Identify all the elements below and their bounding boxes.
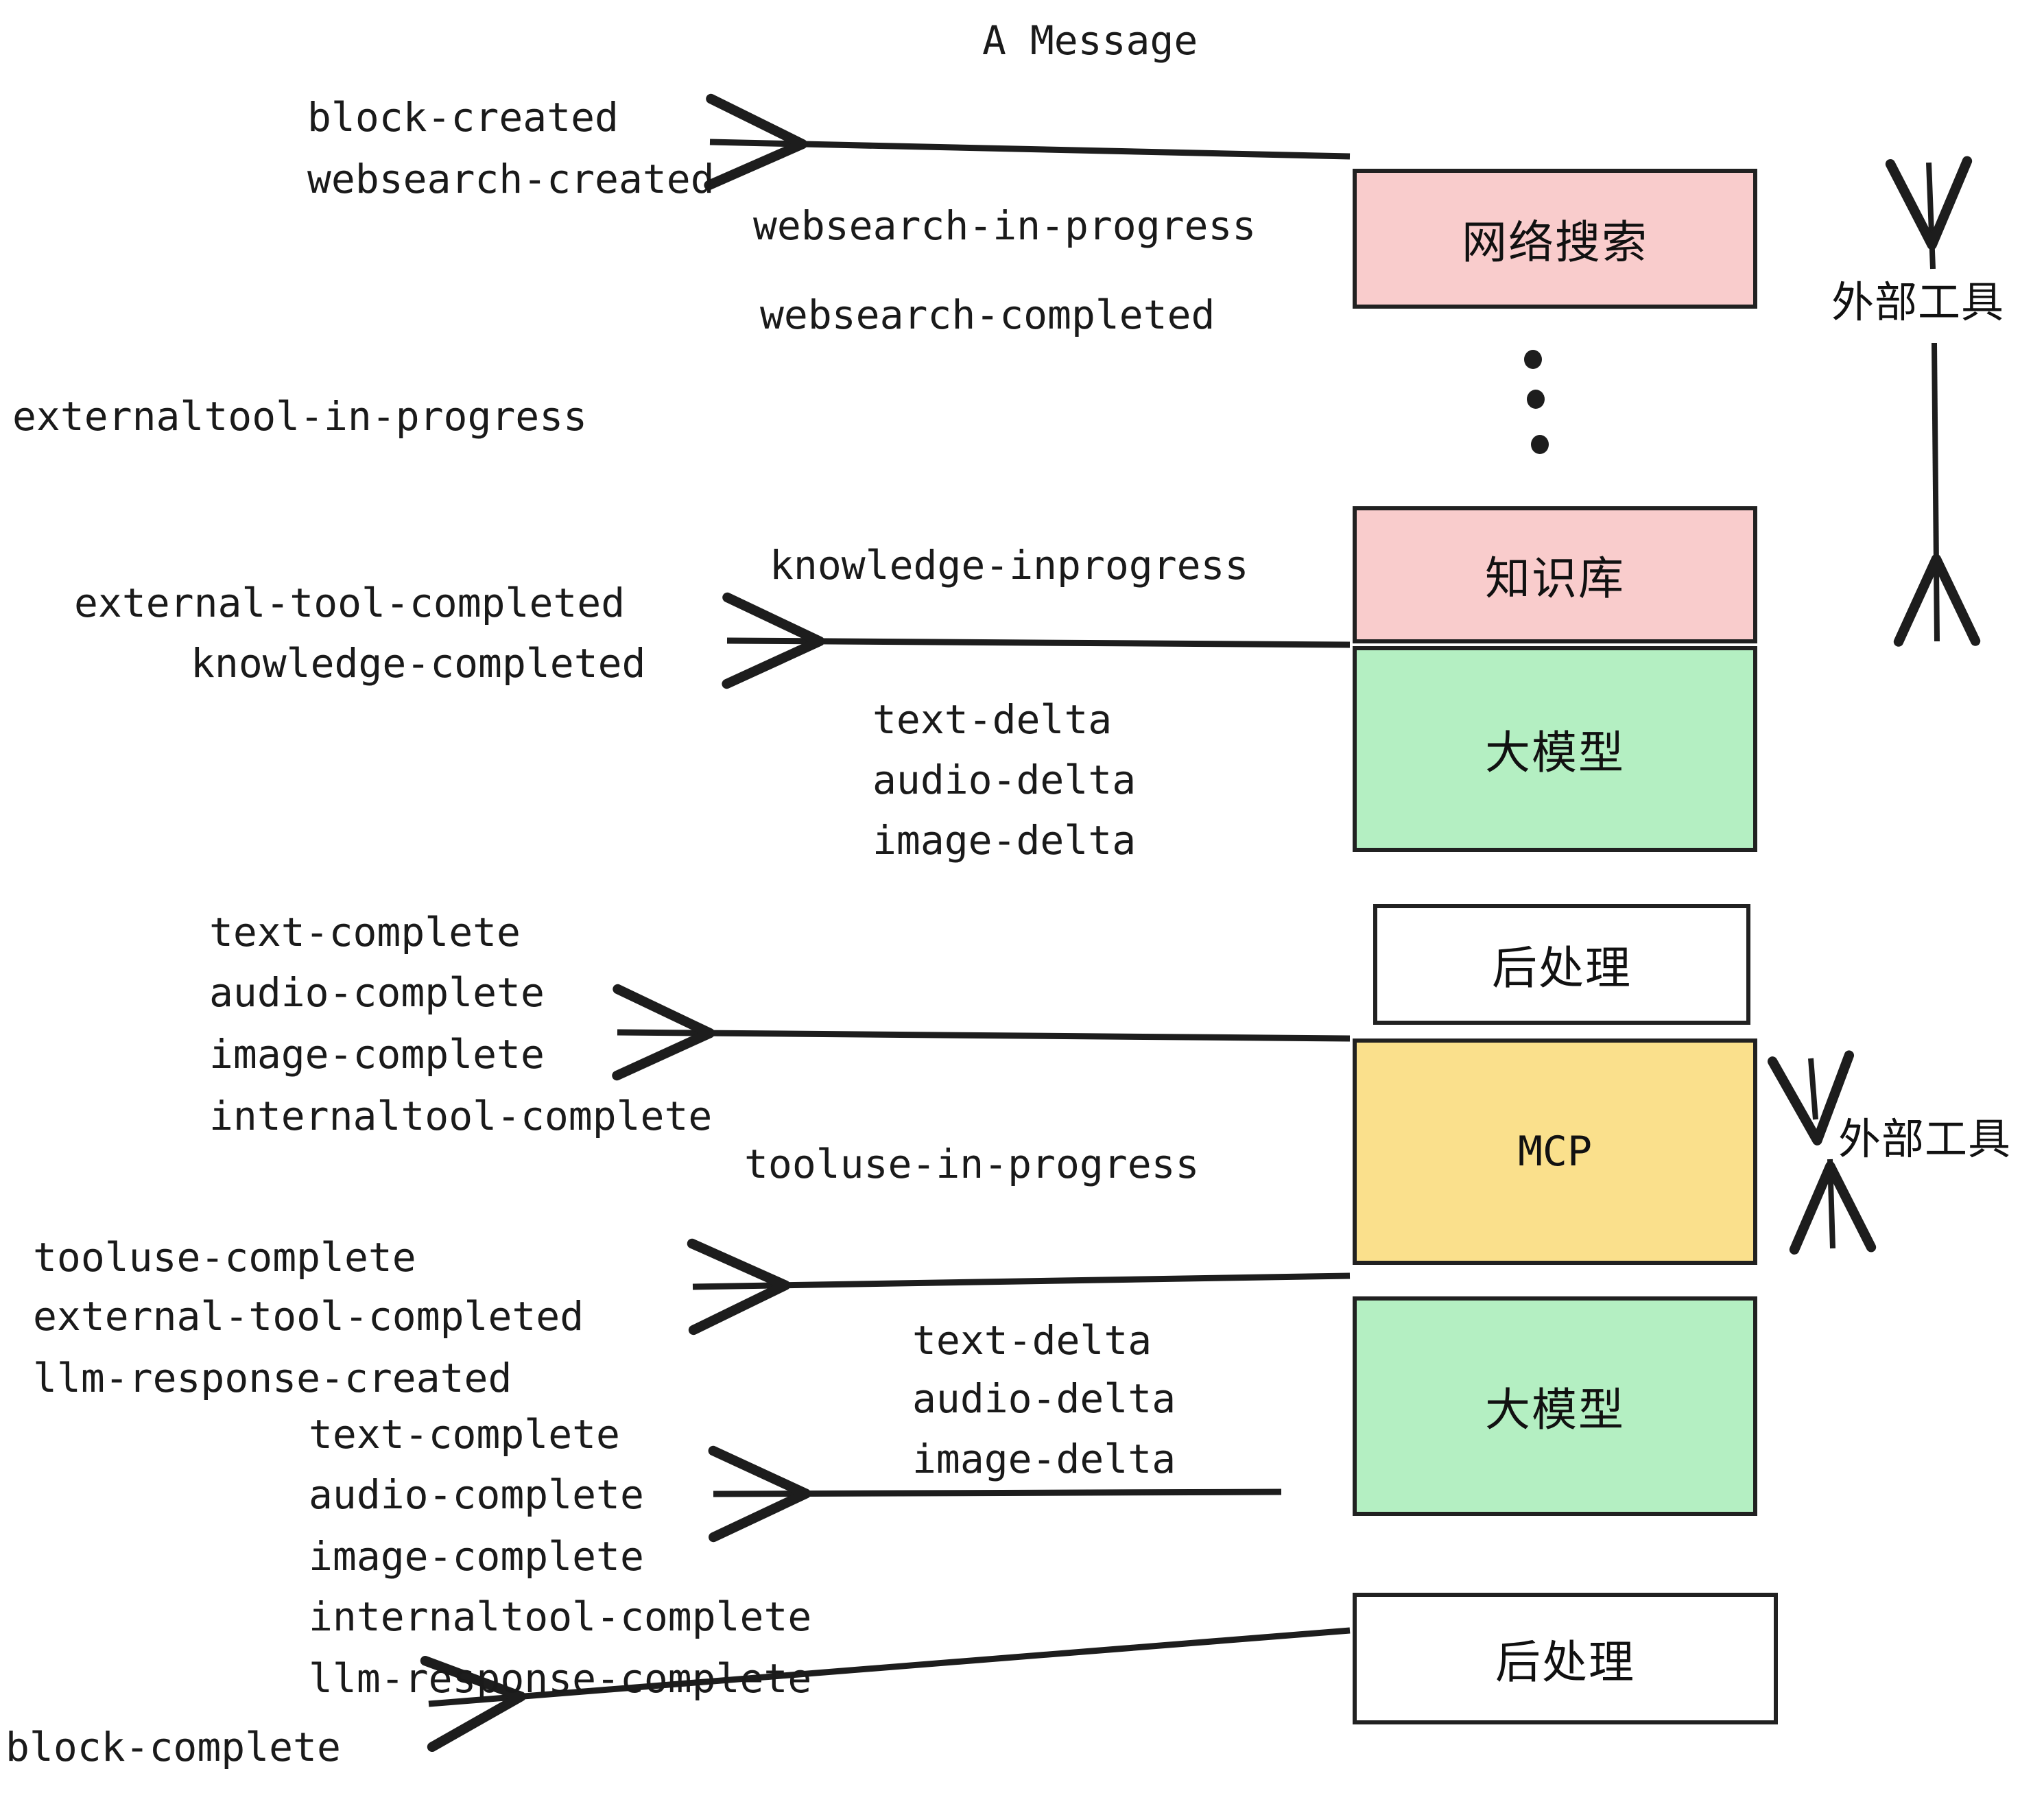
ellipsis-dot-3: [1531, 435, 1549, 454]
arrow-external-tools-bottom-down: [1789, 1159, 1877, 1255]
event-block-created: block-created: [307, 94, 619, 141]
event-text-delta-1: text-delta: [872, 696, 1113, 743]
node-llm-bottom-label: 大模型: [1485, 1384, 1625, 1436]
node-knowledge-label: 知识库: [1485, 552, 1625, 605]
node-knowledge[interactable]: 知识库: [1353, 506, 1757, 643]
arrow-postprocess-to-imagecomplete: [612, 984, 1351, 1081]
event-text-complete-2: text-complete: [309, 1411, 620, 1458]
event-tooluse-in-progress: tooluse-in-progress: [744, 1141, 1200, 1187]
event-image-complete-1: image-complete: [209, 1031, 545, 1078]
arrow-external-tools-bottom-up: [1767, 1050, 1855, 1146]
arrow-external-tools-top-up: [1885, 156, 1973, 270]
event-image-delta-2: image-delta: [912, 1436, 1176, 1482]
node-websearch-label: 网络搜索: [1462, 216, 1648, 269]
node-llm-top-label: 大模型: [1485, 726, 1625, 779]
group-label-external-tools-bottom: 外部工具: [1838, 1114, 2012, 1164]
event-external-tool-completed-1: external-tool-completed: [74, 580, 626, 626]
event-websearch-completed: websearch-completed: [760, 292, 1215, 338]
arrow-knowledge-to-completed: [722, 592, 1351, 689]
node-llm-top[interactable]: 大模型: [1353, 646, 1757, 852]
event-llm-response-complete: llm-response-complete: [309, 1655, 812, 1702]
event-image-complete-2: image-complete: [309, 1533, 644, 1580]
ellipsis-dot-1: [1524, 350, 1542, 369]
node-websearch[interactable]: 网络搜索: [1353, 169, 1757, 309]
group-label-external-tools-top: 外部工具: [1831, 277, 2005, 327]
node-mcp-label: MCP: [1517, 1128, 1593, 1176]
event-knowledge-inprogress: knowledge-inprogress: [770, 542, 1249, 589]
node-postprocess-top[interactable]: 后处理: [1373, 904, 1750, 1025]
event-llm-response-created: llm-response-created: [33, 1355, 512, 1401]
arrow-llm-to-audiocomplete: [708, 1445, 1282, 1543]
event-block-complete: block-complete: [5, 1724, 341, 1770]
node-llm-bottom[interactable]: 大模型: [1353, 1296, 1757, 1516]
event-text-complete-1: text-complete: [209, 909, 521, 956]
event-external-tool-completed-2: external-tool-completed: [33, 1293, 584, 1340]
event-image-delta-1: image-delta: [872, 817, 1137, 864]
node-postprocess-bottom[interactable]: 后处理: [1353, 1593, 1778, 1724]
event-internaltool-complete-2: internaltool-complete: [309, 1593, 812, 1640]
node-mcp[interactable]: MCP: [1353, 1039, 1757, 1265]
event-audio-delta-2: audio-delta: [912, 1375, 1176, 1422]
event-audio-complete-2: audio-complete: [309, 1471, 644, 1518]
event-audio-delta-1: audio-delta: [872, 757, 1137, 803]
ellipsis-dot-2: [1527, 390, 1545, 409]
arrow-websearch-to-blockcreated: [704, 93, 1351, 191]
node-postprocess-bottom-label: 后处理: [1495, 1636, 1635, 1689]
event-websearch-created: websearch-created: [307, 156, 715, 202]
event-internaltool-complete-1: internaltool-complete: [209, 1093, 713, 1139]
event-externaltool-in-progress: externaltool-in-progress: [12, 393, 588, 440]
page-title: A Message: [982, 17, 1198, 64]
arrow-mcp-to-toolusecomplete: [687, 1238, 1351, 1336]
event-knowledge-completed: knowledge-completed: [191, 640, 646, 687]
node-postprocess-top-label: 后处理: [1492, 942, 1632, 995]
event-tooluse-complete: tooluse-complete: [33, 1234, 416, 1281]
event-websearch-in-progress: websearch-in-progress: [753, 202, 1257, 249]
event-text-delta-2: text-delta: [912, 1317, 1152, 1364]
arrow-external-tools-top-down: [1893, 342, 1981, 647]
event-audio-complete-1: audio-complete: [209, 969, 545, 1016]
